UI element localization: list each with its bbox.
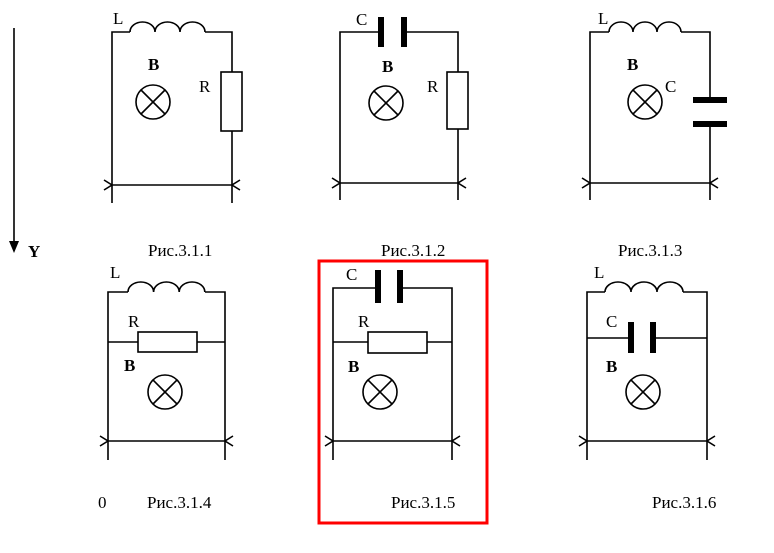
inductor-icon <box>608 21 682 33</box>
figure-caption: Рис.3.1.1 <box>148 241 212 260</box>
label-C: C <box>356 10 367 29</box>
label-B: B <box>148 55 159 74</box>
label-C: C <box>346 265 357 284</box>
inductor-icon <box>127 281 206 293</box>
figure-caption: Рис.3.1.5 <box>391 493 455 512</box>
label-L: L <box>113 9 123 28</box>
lamp-icon <box>625 374 661 410</box>
capacitor-icon <box>693 97 727 127</box>
figure-caption: Рис.3.1.6 <box>652 493 716 512</box>
label-C: C <box>665 77 676 96</box>
resistor-icon <box>367 331 428 354</box>
figure-3-1-3: L C B Рис.3.1.3 <box>581 9 727 260</box>
y-axis: Y <box>9 28 40 261</box>
figure-3-1-6: L C B Рис.3.1.6 <box>578 263 716 512</box>
label-B: B <box>124 356 135 375</box>
selection-highlight <box>317 259 489 525</box>
label-R: R <box>128 312 140 331</box>
label-R: R <box>427 77 439 96</box>
label-L: L <box>598 9 608 28</box>
y-axis-label: Y <box>28 242 40 261</box>
label-B: B <box>382 57 393 76</box>
origin-label: 0 <box>98 493 107 512</box>
resistor-icon <box>446 71 469 130</box>
label-C: C <box>606 312 617 331</box>
label-L: L <box>594 263 604 282</box>
lamp-icon <box>362 374 398 410</box>
figure-3-1-4: L R B Рис.3.1.4 <box>99 263 234 512</box>
lamp-icon <box>627 84 663 120</box>
label-R: R <box>358 312 370 331</box>
label-R: R <box>199 77 211 96</box>
inductor-icon <box>129 21 206 33</box>
inductor-icon <box>604 281 684 293</box>
figure-caption: Рис.3.1.4 <box>147 493 212 512</box>
label-B: B <box>606 357 617 376</box>
figure-caption: Рис.3.1.2 <box>381 241 445 260</box>
lamp-icon <box>368 85 404 121</box>
figure-3-1-5: C R B Рис.3.1.5 <box>317 259 489 525</box>
figure-3-1-1: L R B Рис.3.1.1 <box>103 9 243 260</box>
label-B: B <box>348 357 359 376</box>
resistor-icon <box>220 71 243 132</box>
capacitor-icon <box>378 17 407 47</box>
capacitor-icon <box>628 322 656 353</box>
lamp-icon <box>135 84 171 120</box>
capacitor-icon <box>375 270 403 303</box>
label-L: L <box>110 263 120 282</box>
lamp-icon <box>147 374 183 410</box>
resistor-icon <box>137 331 198 353</box>
label-B: B <box>627 55 638 74</box>
figure-3-1-2: C R B Рис.3.1.2 <box>331 10 469 260</box>
figure-caption: Рис.3.1.3 <box>618 241 682 260</box>
